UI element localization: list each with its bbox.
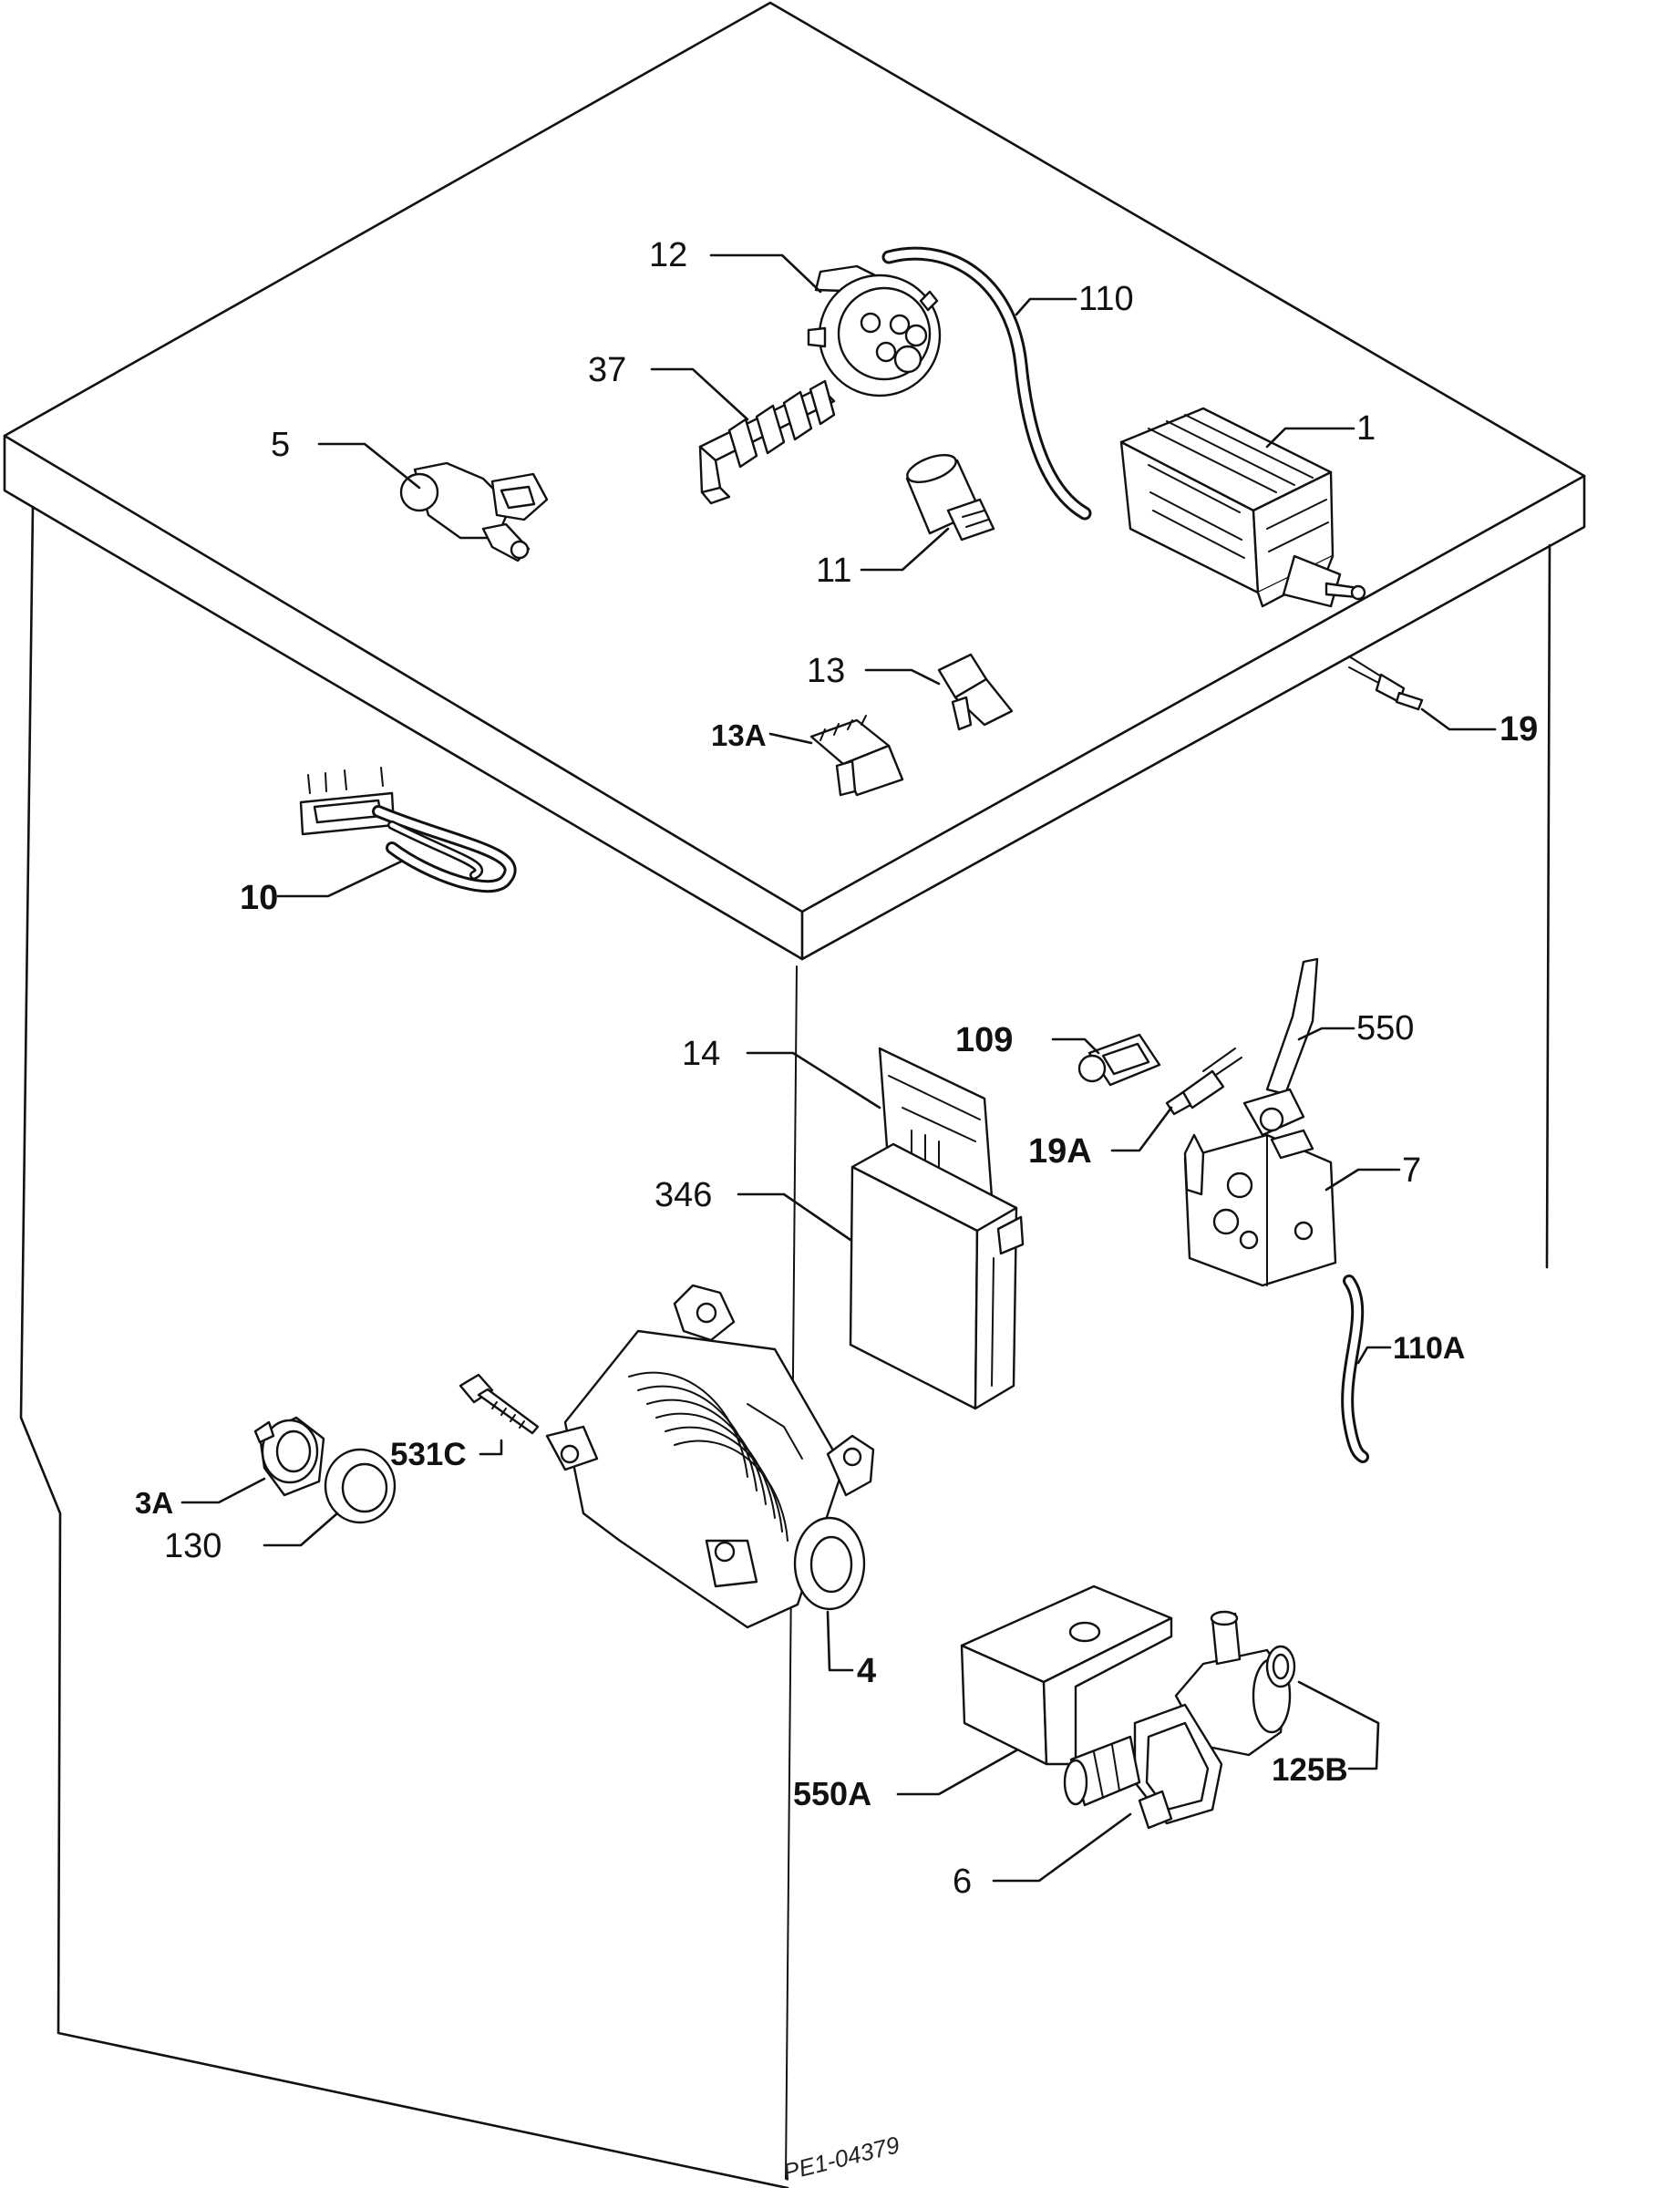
motor (545, 1284, 875, 1629)
connector-13a (809, 715, 904, 797)
label-1: 1 (1356, 409, 1376, 448)
label-3a: 3A (135, 1486, 173, 1520)
label-11: 11 (816, 552, 851, 590)
capacitor (905, 454, 995, 542)
seal-125b (1265, 1645, 1296, 1688)
screw-531c (459, 1373, 540, 1435)
programmer-timer (1119, 407, 1366, 608)
label-110: 110 (1078, 280, 1134, 318)
label-346: 346 (654, 1176, 712, 1214)
label-4: 4 (857, 1652, 876, 1690)
part-labels: 1 12 110 37 5 11 13 13A 19 10 14 109 550… (135, 236, 1538, 1901)
label-13a: 13A (711, 718, 767, 752)
door-interlock-7 (1183, 1129, 1337, 1287)
label-110a: 110A (1393, 1331, 1465, 1366)
label-550: 550 (1356, 1009, 1414, 1048)
label-6: 6 (953, 1863, 972, 1901)
label-12: 12 (649, 236, 687, 274)
door-lever-550 (1242, 957, 1319, 1137)
label-109: 109 (955, 1021, 1013, 1059)
drain-pump (1063, 1610, 1292, 1830)
leader-lines (180, 253, 1497, 1883)
label-19: 19 (1500, 710, 1538, 748)
label-13: 13 (807, 652, 845, 690)
label-7: 7 (1402, 1151, 1421, 1190)
label-37: 37 (588, 351, 626, 389)
cabinet-outline (3, 1, 1586, 2188)
inlet-valve (399, 461, 549, 562)
label-5: 5 (271, 426, 290, 464)
terminal-block-37 (698, 379, 836, 505)
drawing-code: PE1-04379 (780, 2131, 902, 2186)
dispenser-drawer-346 (849, 1142, 1025, 1410)
cover-550a (960, 1584, 1173, 1766)
pressure-hose (881, 246, 1092, 521)
label-125b: 125B (1272, 1752, 1348, 1788)
label-531c: 531C (390, 1437, 467, 1472)
label-130: 130 (164, 1527, 222, 1565)
hose-110a (1341, 1275, 1369, 1463)
label-14: 14 (682, 1035, 720, 1073)
label-550a: 550A (793, 1775, 871, 1812)
clip-109 (1077, 1033, 1161, 1087)
heating-element (299, 767, 517, 893)
sensor-19 (1348, 655, 1424, 711)
pressure-switch (807, 264, 942, 397)
thermostat-3a (253, 1416, 325, 1497)
label-10: 10 (240, 879, 278, 917)
label-19a: 19A (1028, 1132, 1092, 1171)
seal-ring-130 (324, 1448, 397, 1524)
sensor-19a (1165, 1048, 1242, 1116)
connector-13 (937, 653, 1014, 731)
